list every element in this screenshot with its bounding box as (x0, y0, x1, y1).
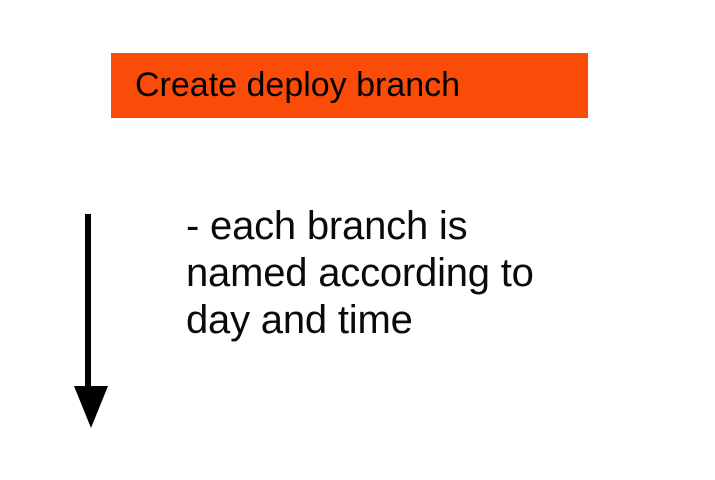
page-title: Create deploy branch (135, 66, 461, 104)
body-line: - each branch is (186, 204, 468, 248)
down-arrow-svg (74, 214, 108, 428)
body-text-block: - each branch is named according to day … (186, 203, 586, 344)
down-arrow-icon (70, 214, 112, 434)
body-line: named according to (186, 251, 534, 295)
body-line: day and time (186, 298, 413, 342)
title-banner: Create deploy branch (111, 53, 588, 118)
